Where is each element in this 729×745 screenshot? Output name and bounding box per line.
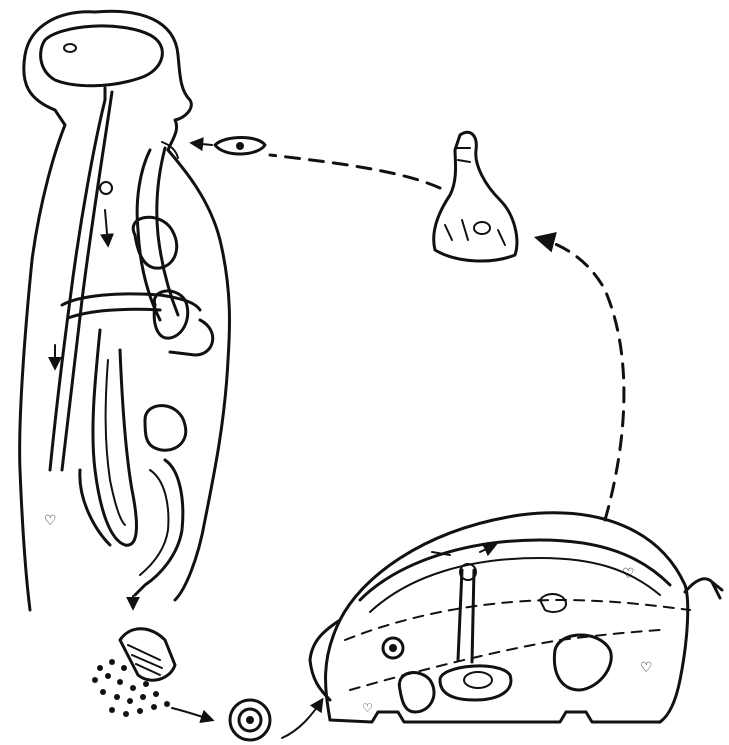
intermediate-host: ♡ ♡ ♡ [310, 513, 722, 722]
heart-mark-3: ♡ [640, 660, 653, 676]
lower-organ [145, 406, 186, 451]
cyst-core [236, 142, 244, 150]
ingested-cyst [192, 138, 265, 155]
egg-dots [92, 659, 170, 717]
human-front-outline [168, 150, 230, 600]
brain-marking [64, 44, 76, 52]
heart-mark-2: ♡ [622, 566, 635, 582]
host-vessel [458, 570, 474, 662]
larva-egg [230, 700, 322, 740]
spinal-cord-inner [62, 92, 112, 470]
meat-cut-bone [455, 148, 470, 162]
organ-tube [170, 320, 213, 355]
cyst-to-mouth-arrow [192, 143, 212, 145]
egg-to-larva-arrow [172, 708, 212, 720]
heart-mark-1: ♡ [44, 513, 57, 529]
host-intestine [554, 635, 611, 690]
egg-group [92, 629, 212, 720]
intestine-coil [93, 330, 137, 545]
meat-cyst [474, 222, 490, 234]
human-body-outline [20, 12, 95, 610]
host-stomach-core [464, 672, 492, 688]
egg-capsule-stripes [128, 645, 162, 675]
host-tail [685, 579, 722, 598]
organ-sun-mark [100, 182, 112, 194]
host-liver [399, 673, 434, 712]
intestine-loop [80, 470, 110, 545]
heart-mark-4: ♡ [362, 701, 373, 715]
colon-inner [140, 470, 168, 575]
brain-outline [41, 26, 163, 86]
host-cyst [540, 594, 566, 612]
host-organ-ring-inner [389, 644, 397, 652]
larva-egg-core [246, 716, 254, 724]
host-dashed-tract [345, 600, 690, 640]
meat-cut [434, 132, 517, 261]
human-host: ♡ [20, 11, 230, 610]
esophagus-arrow [105, 210, 108, 245]
host-belly [330, 712, 660, 722]
host-vessel-arrows [432, 545, 495, 555]
meat-to-cyst-dashed-arrow [270, 155, 440, 188]
host-to-meat-dashed-arrow [538, 238, 624, 520]
host-stomach [440, 666, 511, 700]
larva-to-host-arrow [282, 700, 322, 738]
